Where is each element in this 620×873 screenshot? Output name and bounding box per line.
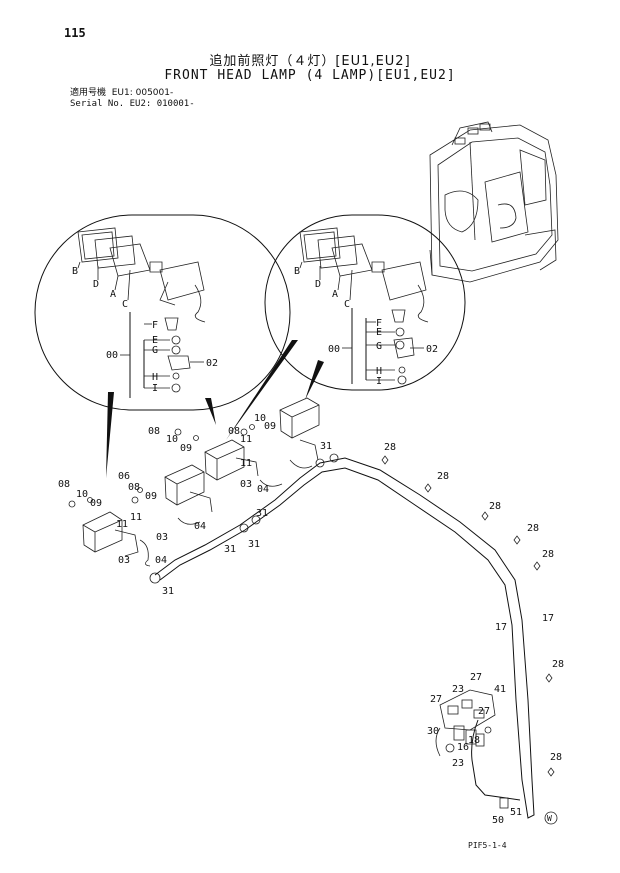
cab-illustration — [429, 121, 559, 283]
callout-04: 04 — [257, 484, 269, 495]
callout-C: C — [122, 299, 128, 310]
callout-09: 09 — [180, 443, 192, 454]
callout-08: 08 — [148, 426, 160, 437]
callout-16: 16 — [457, 742, 469, 753]
callout-51: 51 — [510, 807, 522, 818]
callout-D: D — [315, 279, 321, 290]
callout-06: 06 — [118, 471, 130, 482]
callout-F: F — [376, 318, 382, 329]
callout-10: 10 — [166, 434, 178, 445]
callout-31: 31 — [256, 508, 268, 519]
lamp-2 — [164, 464, 213, 525]
callout-28: 28 — [384, 442, 396, 453]
page-title-japanese: 追加前照灯（４灯）[EU1,EU2] — [209, 54, 411, 69]
callout-27: 27 — [430, 694, 442, 705]
lamp-1 — [82, 511, 151, 567]
lamp-3 — [204, 439, 283, 487]
callout-E: E — [152, 335, 158, 346]
callout-09: 09 — [145, 491, 157, 502]
callout-A: A — [110, 289, 116, 300]
main-callouts: 08 10 09 08 10 09 11 11 03 04 08 10 09 1… — [58, 413, 564, 826]
callout-H: H — [376, 366, 382, 377]
connector-cluster — [435, 689, 509, 809]
callout-I: I — [376, 376, 382, 387]
callout-17: 17 — [542, 613, 554, 624]
callout-27: 27 — [478, 706, 490, 717]
callout-10: 10 — [254, 413, 266, 424]
callout-E: E — [376, 327, 382, 338]
callout-28: 28 — [437, 471, 449, 482]
page-title-english: FRONT HEAD LAMP (4 LAMP)[EU1,EU2] — [164, 68, 456, 83]
callout-23: 23 — [452, 684, 464, 695]
callout-18: 18 — [468, 735, 480, 746]
callout-28: 28 — [550, 752, 562, 763]
callout-31: 31 — [224, 544, 236, 555]
callout-31: 31 — [320, 441, 332, 452]
bolt-marks — [68, 424, 555, 777]
callout-B: B — [294, 266, 300, 277]
callout-11: 11 — [240, 458, 252, 469]
callout-23: 23 — [452, 758, 464, 769]
callout-09: 09 — [90, 498, 102, 509]
figure-code: PIF5-1-4 — [468, 841, 507, 850]
callout-I: I — [152, 383, 158, 394]
callout-G: G — [152, 345, 158, 356]
callout-A: A — [332, 289, 338, 300]
callout-03: 03 — [156, 532, 168, 543]
page-number: 115 — [64, 26, 86, 40]
callout-08: 08 — [58, 479, 70, 490]
callout-09: 09 — [264, 421, 276, 432]
lamp-4 — [279, 397, 320, 469]
callout-11: 11 — [240, 434, 252, 445]
callout-50: 50 — [492, 815, 504, 826]
callout-B: B — [72, 266, 78, 277]
callout-F: F — [152, 320, 158, 331]
callout-02: 02 — [206, 358, 218, 369]
detail-pointers — [106, 340, 324, 478]
callout-08: 08 — [128, 482, 140, 493]
callout-28: 28 — [527, 523, 539, 534]
callout-C: C — [344, 299, 350, 310]
w-mark: W — [547, 814, 552, 823]
callout-00: 00 — [328, 344, 340, 355]
detail-oval-right: B D A C F E G H I 00 02 — [264, 214, 466, 391]
callout-28: 28 — [542, 549, 554, 560]
detail-oval-left: B D A C F E G H I 00 02 — [34, 214, 291, 411]
callout-10: 10 — [76, 489, 88, 500]
callout-17: 17 — [495, 622, 507, 633]
callout-04: 04 — [194, 521, 206, 532]
callout-00: 00 — [106, 350, 118, 361]
callout-D: D — [93, 279, 99, 290]
callout-27: 27 — [470, 672, 482, 683]
wire-harness — [149, 453, 535, 819]
callout-02: 02 — [426, 344, 438, 355]
callout-03: 03 — [118, 555, 130, 566]
callout-30: 30 — [427, 726, 439, 737]
callout-03: 03 — [240, 479, 252, 490]
callout-08: 08 — [228, 426, 240, 437]
callout-G: G — [376, 341, 382, 352]
serial-line-1: 適用号機 EU1: 005001- — [70, 88, 174, 98]
callout-31: 31 — [248, 539, 260, 550]
callout-41: 41 — [494, 684, 506, 695]
w-mark-circle — [544, 811, 558, 825]
callout-28: 28 — [552, 659, 564, 670]
callout-28: 28 — [489, 501, 501, 512]
callout-H: H — [152, 372, 158, 383]
callout-04: 04 — [155, 555, 167, 566]
serial-line-2: Serial No. EU2: 010001- — [70, 99, 195, 109]
callout-31: 31 — [162, 586, 174, 597]
callout-11: 11 — [130, 512, 142, 523]
callout-11: 11 — [116, 519, 128, 530]
